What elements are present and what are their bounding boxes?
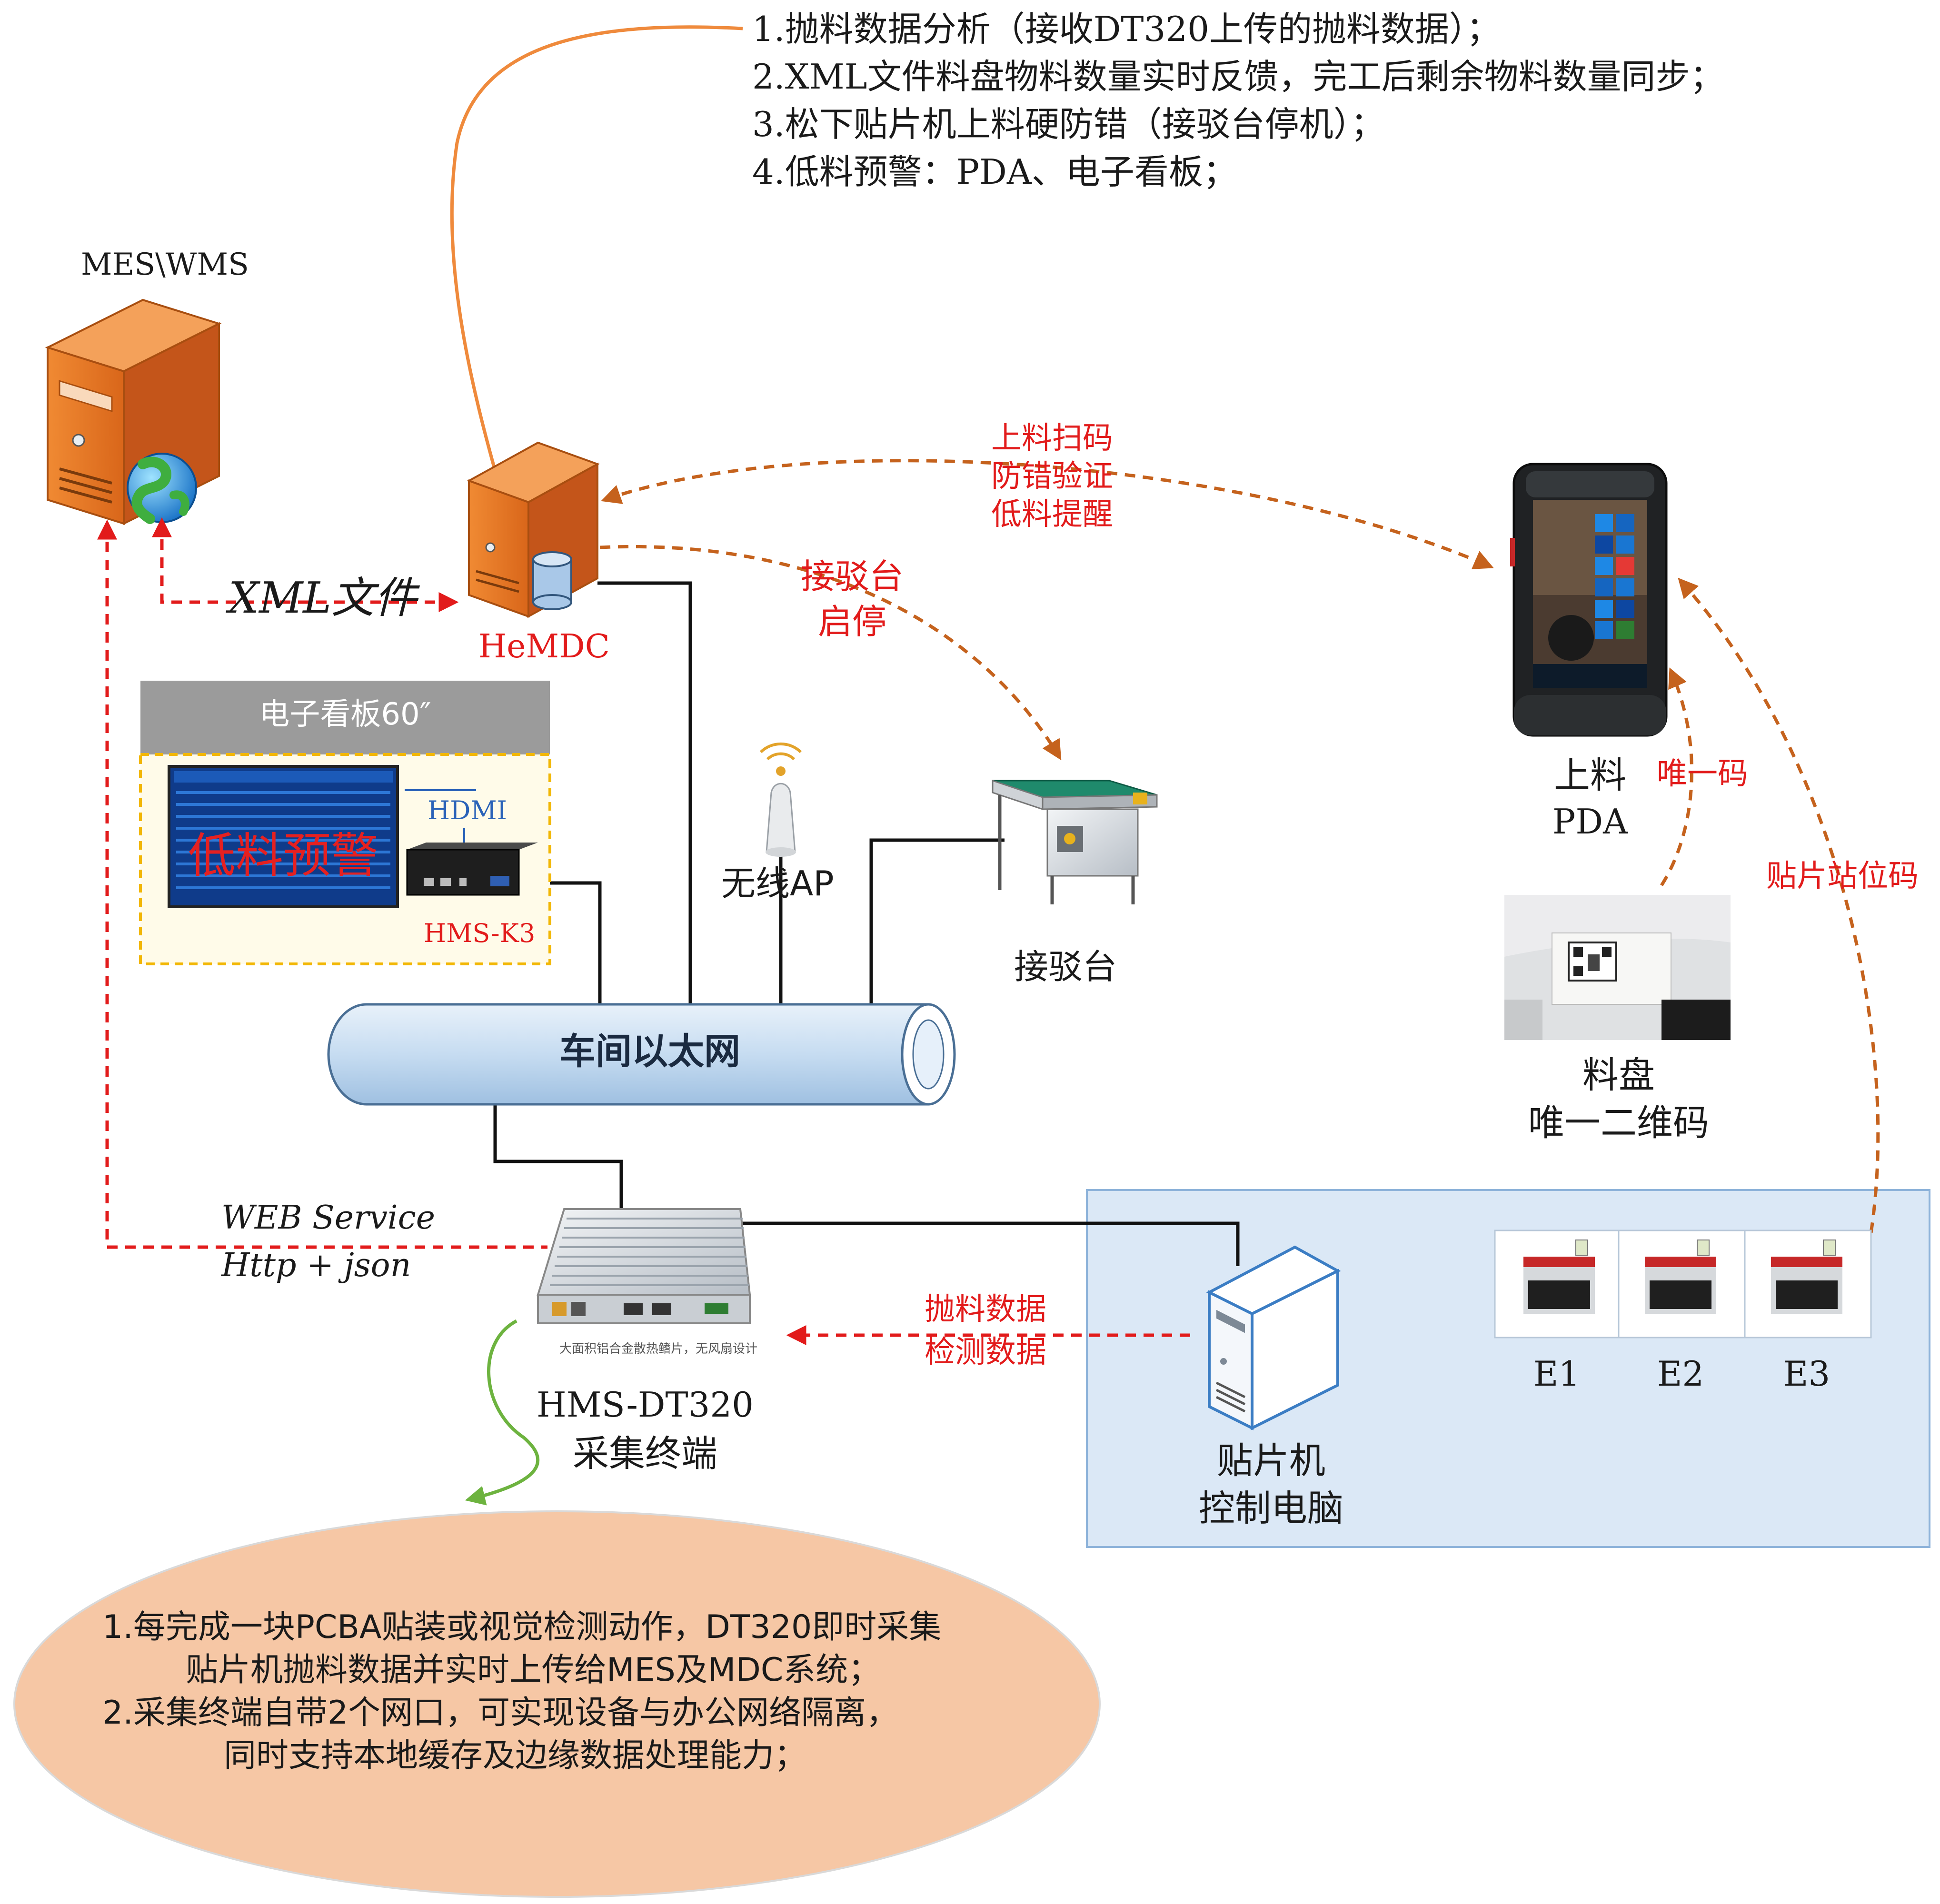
web-service-label-2: Http + json [221, 1247, 411, 1284]
ethernet-pipe [327, 1003, 956, 1106]
machine-e3-label: E3 [1783, 1354, 1831, 1394]
unique-code-label: 唯一码 [1657, 756, 1748, 792]
hemdc-label: HeMDC [478, 628, 610, 665]
pda-label-1: 上料 [1554, 754, 1626, 796]
pda-arrow-label-3: 低料提醒 [991, 497, 1113, 532]
pda-arrow [601, 459, 1494, 569]
dt320-caption: 大面积铝合金散热鳍片，无风扇设计 [559, 1342, 758, 1356]
dt320-label-1: HMS-DT320 [537, 1385, 754, 1425]
edge-curve [465, 1319, 540, 1506]
mes-label: MES\WMS [81, 247, 249, 282]
hdmi-label: HDMI [428, 795, 507, 825]
unique-code-arrow [1660, 667, 1694, 886]
reel-qr-photo [1504, 895, 1731, 1040]
dock-label: 接驳台 [1014, 947, 1117, 987]
dt320-terminal-icon [537, 1208, 751, 1324]
pda-label-2: PDA [1552, 802, 1628, 842]
hms-k3-device-icon [406, 843, 538, 896]
placement-machines [1494, 1230, 1872, 1339]
throw-data-label-1: 抛料数据 [925, 1292, 1046, 1327]
wireless-ap-label: 无线AP [721, 863, 834, 903]
reel-label-1: 料盘 [1582, 1054, 1655, 1096]
board-screen-warning: 低料预警 [188, 828, 378, 883]
machine-e2-icon [1645, 1240, 1716, 1314]
ellipse-note-1: 1.每完成一块PCBA贴装或视觉检测动作，DT320即时采集 [102, 1608, 942, 1646]
ellipse-note-4: 同时支持本地缓存及边缘数据处理能力； [224, 1737, 807, 1775]
docking-station-icon [992, 779, 1158, 904]
pda-arrow-label-2: 防错验证 [991, 459, 1113, 494]
notes-ellipse [13, 1510, 1101, 1898]
top-note-2: 2.XML文件料盘物料数量实时反馈，完工后剩余物料数量同步； [752, 57, 1724, 97]
ellipse-note-3: 2.采集终端自带2个网口，可实现设备与办公网络隔离， [102, 1694, 899, 1732]
analysis-curve [450, 25, 743, 505]
machine-e2-label: E2 [1657, 1354, 1704, 1394]
electronic-board [139, 681, 551, 965]
ethernet-label: 车间以太网 [559, 1030, 740, 1072]
network-wires [493, 581, 1240, 1266]
top-note-3: 3.松下贴片机上料硬防错（接驳台停机）； [752, 104, 1385, 144]
control-pc-label-2: 控制电脑 [1199, 1487, 1343, 1529]
wireless-ap-icon [759, 742, 802, 857]
dock-arrow [599, 545, 1062, 761]
hms-k3-label: HMS-K3 [424, 918, 536, 948]
dt320-label-2: 采集终端 [573, 1432, 717, 1475]
top-note-1: 1.抛料数据分析（接收DT320上传的抛料数据）； [752, 9, 1501, 49]
globe-icon [127, 453, 197, 524]
xml-label: XML文件 [229, 573, 417, 623]
xml-arrow [152, 517, 459, 612]
database-icon [532, 551, 572, 610]
board-header: 电子看板60″ [259, 697, 431, 732]
ellipse-note-2: 贴片机抛料数据并实时上传给MES及MDC系统； [186, 1651, 881, 1689]
control-pc-icon [1206, 1245, 1341, 1430]
machine-e1-icon [1523, 1240, 1595, 1314]
dock-arrow-label-2: 启停 [817, 602, 886, 642]
reel-label-2: 唯一二维码 [1528, 1101, 1709, 1144]
mes-server-icon [45, 298, 222, 526]
throw-data-label-2: 检测数据 [925, 1335, 1046, 1370]
machine-e1-label: E1 [1533, 1354, 1581, 1394]
web-service-arrow [97, 519, 547, 1249]
pda-arrow-label-1: 上料扫码 [991, 421, 1113, 456]
pda-icon [1510, 463, 1668, 737]
dock-arrow-label-1: 接驳台 [800, 556, 904, 596]
top-note-4: 4.低料预警：PDA、电子看板； [752, 152, 1237, 192]
station-code-arrow [1678, 577, 1880, 1233]
web-service-label-1: WEB Service [221, 1199, 435, 1237]
station-code-label: 贴片站位码 [1766, 859, 1919, 894]
machine-e3-icon [1771, 1240, 1842, 1314]
control-pc-label-1: 贴片机 [1217, 1439, 1325, 1482]
